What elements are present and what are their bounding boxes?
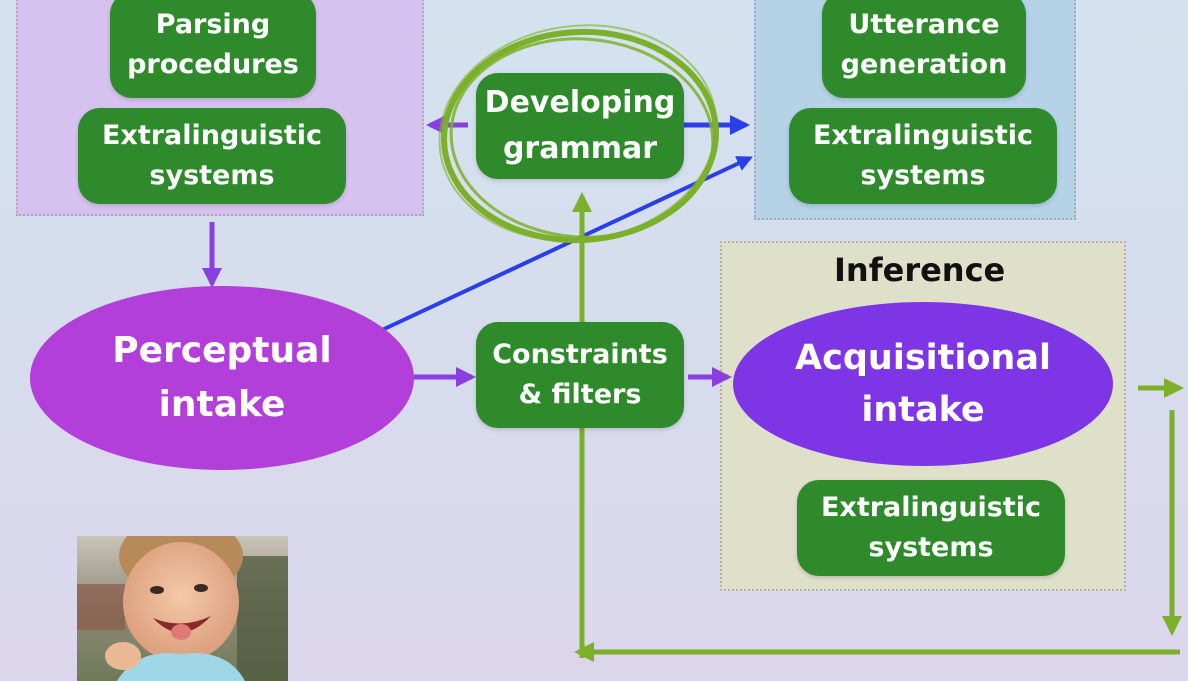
developing-grammar-box: Developing grammar: [476, 73, 684, 179]
smiling-toddler-photo: [77, 536, 288, 681]
highlight-circle: [438, 24, 719, 244]
inference-heading: Inference: [834, 251, 1006, 289]
utterance-generation-box: Utterance generation: [822, 0, 1026, 98]
acquisitional-intake-oval: Acquisitional intake: [733, 302, 1113, 466]
perceptual-intake-oval: Perceptual intake: [30, 286, 414, 470]
extralinguistic-systems-inference-box: Extralinguistic systems: [797, 480, 1065, 576]
arrow-perceptual-to-utterance: [381, 156, 753, 332]
constraints-filters-box: Constraints & filters: [476, 322, 684, 428]
extralinguistic-systems-left-box: Extralinguistic systems: [78, 108, 346, 204]
parsing-procedures-box: Parsing procedures: [110, 0, 316, 98]
extralinguistic-systems-right-box: Extralinguistic systems: [789, 108, 1057, 204]
